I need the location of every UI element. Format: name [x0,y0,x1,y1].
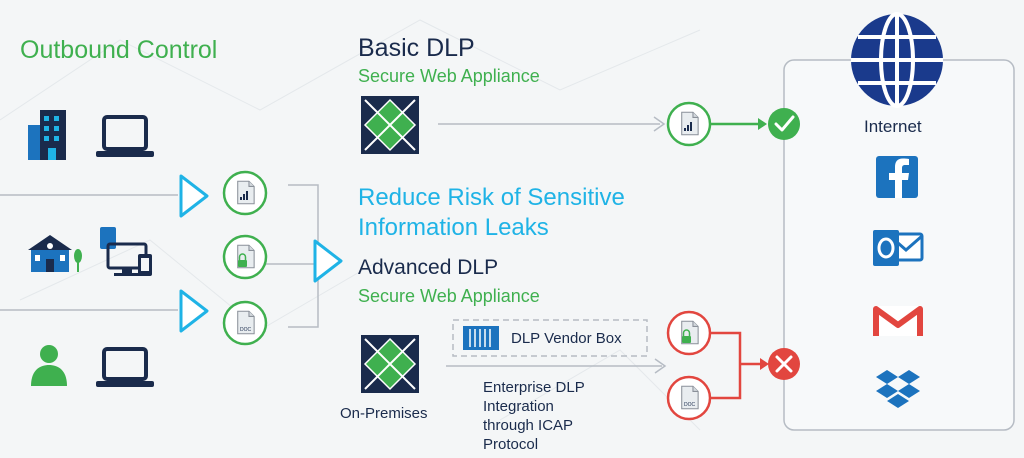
flow-chevron-merge [313,239,343,283]
risk-headline-line2: Information Leaks [358,214,549,241]
dlp-vendor-box-frame [452,319,648,357]
lower-arrowhead [654,358,667,374]
allowed-arrowhead [758,118,767,130]
advanced-dlp-title: Advanced DLP [358,256,499,279]
blocked-arrowhead [760,358,769,370]
laptop-icon [96,347,154,387]
devices-icon [100,227,152,276]
facebook-icon [876,156,918,198]
dropbox-icon [876,370,920,408]
risk-headline-line1: Reduce Risk of Sensitive [358,184,625,211]
outlook-icon [873,230,924,266]
enterprise-dlp-line4: Protocol [483,436,539,453]
dlp-vendor-box-label: DLP Vendor Box [511,330,622,347]
upper-arrowhead [653,116,666,132]
blocked-x-icon [768,348,800,380]
internet-globe-icon [851,12,943,108]
person-icon [31,345,67,386]
chart-document-icon [666,101,712,147]
on-premises-label: On-Premises [340,405,428,422]
building-icon [28,110,66,160]
secure-web-appliance-advanced-icon [361,335,419,393]
outbound-control-title: Outbound Control [20,36,218,64]
blocked-flow-lines [711,331,762,400]
vendor-server-icon [463,326,499,350]
school-icon [28,235,82,272]
flow-chevron-top [179,174,209,218]
laptop-icon [96,115,154,157]
locked-document-icon [222,234,268,280]
advanced-dlp-subtitle: Secure Web Appliance [358,286,540,306]
locked-document-icon [666,310,712,356]
internet-label: Internet [864,117,922,136]
basic-dlp-subtitle: Secure Web Appliance [358,66,540,86]
doc-document-icon: DOC [666,375,712,421]
enterprise-dlp-line1: Enterprise DLP [483,379,585,396]
svg-text:DOC: DOC [240,327,252,333]
doc-document-icon: DOC [222,300,268,346]
chart-document-icon [222,170,268,216]
enterprise-dlp-line2: Integration [483,398,554,415]
allowed-check-icon [768,108,800,140]
svg-text:DOC: DOC [684,402,696,408]
flow-chevron-bottom [179,289,209,333]
gmail-icon [873,306,923,336]
basic-dlp-title: Basic DLP [358,34,475,62]
enterprise-dlp-line3: through ICAP [483,417,574,434]
secure-web-appliance-basic-icon [361,96,419,154]
